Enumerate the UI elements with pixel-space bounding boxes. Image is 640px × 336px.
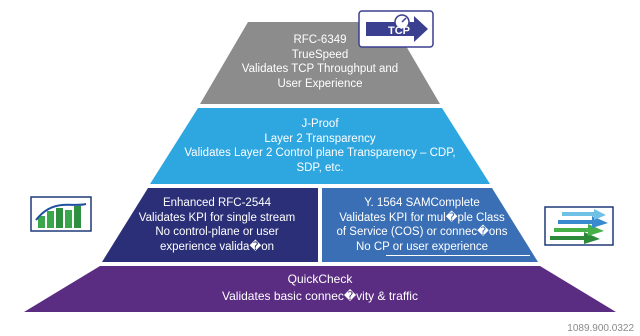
tier-rfc6349-line: TrueSpeed xyxy=(291,48,349,61)
y1564-underline xyxy=(386,255,530,256)
tier-jproof-line: SDP, etc. xyxy=(296,161,344,174)
tier-y1564-line: No CP or user experience xyxy=(355,240,489,253)
tier-y1564-shape xyxy=(322,188,538,262)
tier-y1564-line: Y. 1564 SAMComplete xyxy=(364,197,480,209)
tier-rfc6349-line: RFC-6349 xyxy=(293,34,347,46)
tier-y1564-line: Validates KPI for mul�ple Class xyxy=(339,211,505,224)
tier-rfc2544-text: Enhanced RFC-2544 Validates KPI for sing… xyxy=(118,196,316,254)
tier-quickcheck-line: Validates basic connec�vity & traffic xyxy=(222,289,418,303)
tier-rfc2544-line: Enhanced RFC-2544 xyxy=(162,197,272,209)
tcp-label: TCP xyxy=(388,25,410,37)
tier-rfc6349-line: User Experience xyxy=(277,77,363,90)
tier-jproof-shape xyxy=(150,108,490,184)
tier-jproof-line: J-Proof xyxy=(301,118,339,130)
tier-rfc2544-line: experience valida�on xyxy=(159,240,275,253)
tier-y1564-text: Y. 1564 SAMComplete Validates KPI for mu… xyxy=(322,196,522,254)
tier-jproof-line: Validates Layer 2 Control plane Transpar… xyxy=(184,147,456,159)
tier-y1564-line: of Service (COS) or connec�ons xyxy=(336,226,508,238)
tier-quickcheck-text: QuickCheck Validates basic connec�vity &… xyxy=(40,271,600,305)
tier-quickcheck-shape xyxy=(24,266,616,312)
tier-rfc2544-line: Validates KPI for single stream xyxy=(138,211,296,224)
figure-code: 1089.900.0322 xyxy=(567,323,634,334)
tier-jproof-line: Layer 2 Transparency xyxy=(264,132,376,145)
bar-chart-icon xyxy=(30,196,92,232)
stacked-arrows-chart-icon xyxy=(544,206,614,246)
tier-quickcheck-line: QuickCheck xyxy=(287,272,353,286)
tier-rfc6349-text: RFC-6349 TrueSpeed Validates TCP Through… xyxy=(230,33,410,91)
tier-rfc2544-shape xyxy=(102,188,318,262)
tier-rfc6349-line: Validates TCP Throughput and xyxy=(241,63,399,75)
tier-rfc2544-line: No control-plane or user xyxy=(155,226,279,238)
tcp-speed-icon: TCP xyxy=(358,10,434,48)
tier-jproof-text: J-Proof Layer 2 Transparency Validates L… xyxy=(130,117,510,175)
